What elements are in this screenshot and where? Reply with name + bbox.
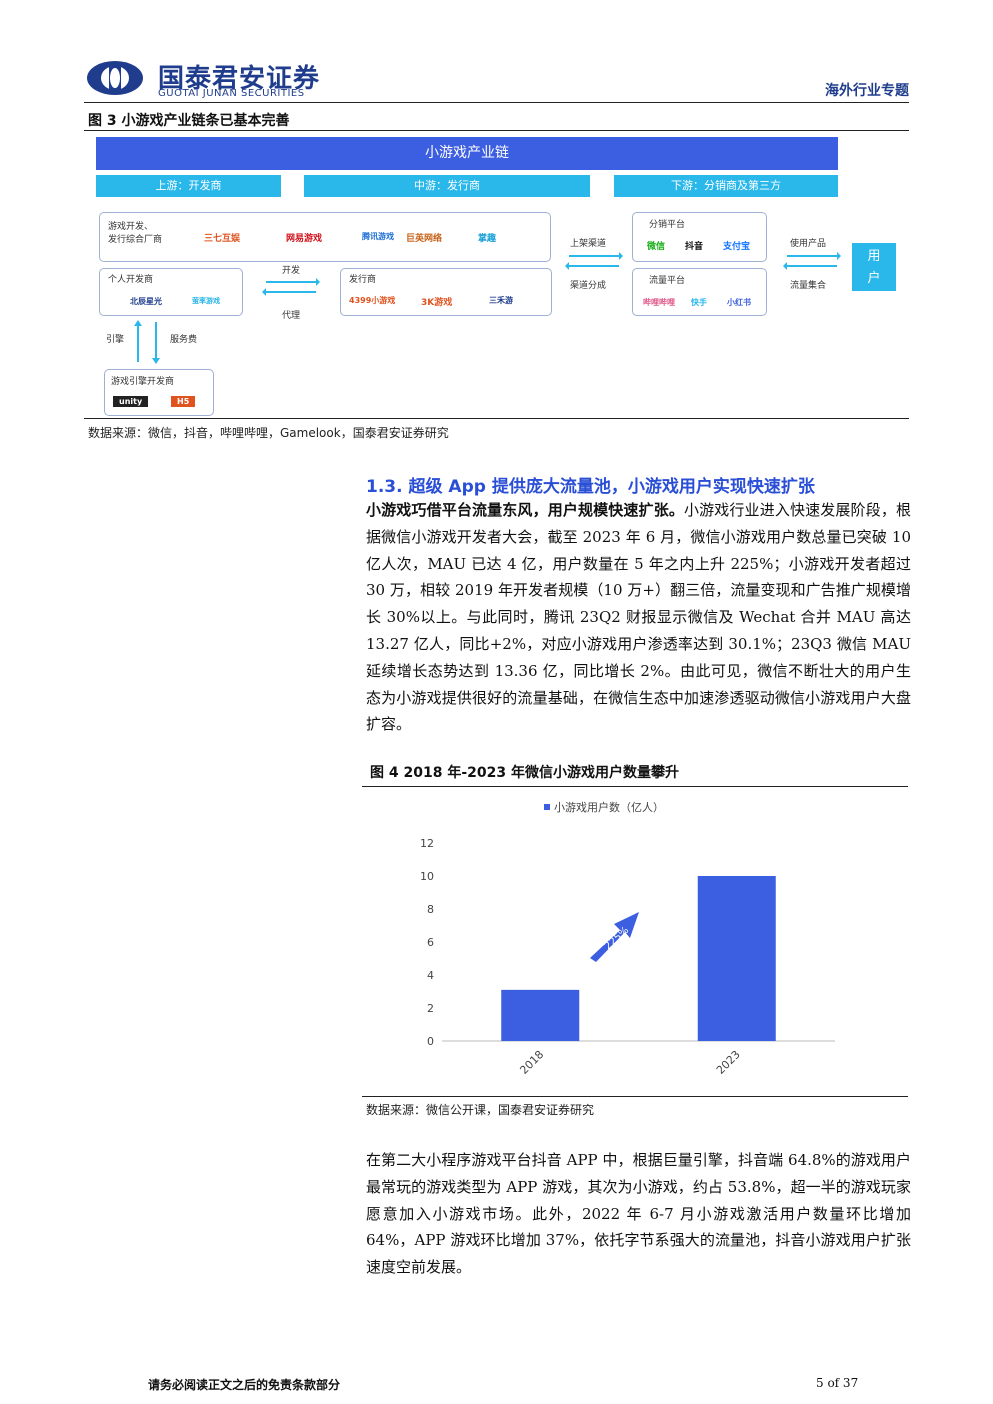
logo-netease: 网易游戏 [286, 234, 323, 244]
page-number: 5 of 37 [816, 1376, 859, 1390]
box-label: 分销平台 [649, 220, 686, 230]
y-tick-label: 8 [427, 903, 434, 916]
company-logo-icon [87, 61, 143, 95]
logo-beichen: 北辰星光 [130, 297, 162, 306]
bar-2023 [697, 876, 776, 1041]
logo-xiaohongshu: 小红书 [727, 298, 751, 307]
label-service-fee: 服务费 [170, 335, 198, 345]
user-box: 用户 [852, 243, 896, 291]
box-label-line2: 发行综合厂商 [108, 235, 163, 245]
bars [501, 876, 776, 1041]
section-title: 1.3. 超级 App 提供庞大流量池，小游戏用户实现快速扩张 [366, 477, 815, 497]
paragraph-1-lead: 小游戏巧借平台流量东风，用户规模快速扩张。 [366, 501, 684, 519]
report-category: 海外行业专题 [825, 83, 909, 99]
label-develop: 开发 [282, 266, 301, 276]
figure4-bottom-rule [362, 1096, 908, 1097]
label-listing: 上架渠道 [570, 239, 607, 249]
label-attract: 引擎 [106, 335, 125, 345]
logo-3k: 3K游戏 [421, 298, 453, 308]
tier-downstream: 下游：分销商及第三方 [614, 175, 838, 197]
logo-4399: 4399小游戏 [349, 296, 396, 305]
chain-title: 小游戏产业链 [96, 137, 838, 170]
y-tick-label: 0 [427, 1035, 434, 1048]
arrow-listing-icon [565, 252, 623, 270]
disclaimer-note: 请务必阅读正文之后的免责条款部分 [148, 1378, 341, 1392]
logo-douyin: 抖音 [685, 242, 704, 252]
logo-bilibili: 哔哩哔哩 [643, 298, 675, 307]
box-game-developer: 游戏开发、 发行综合厂商 三七互娱 网易游戏 腾讯游戏 巨英网络 掌趣 [99, 212, 551, 262]
logo-sanhe: 三禾游 [489, 296, 513, 305]
box-engine-developer: 游戏引擎开发商 unity H5 [104, 369, 214, 416]
logo-h5: H5 [171, 396, 196, 407]
label-channel-split: 渠道分成 [570, 281, 607, 291]
figure3-top-rule [84, 130, 909, 131]
legend-series-name: 小游戏用户数（亿人） [554, 800, 664, 814]
figure3-source: 数据来源：微信，抖音，哔哩哔哩，Gamelook，国泰君安证券研究 [88, 426, 449, 440]
user-count-chart: 小游戏用户数（亿人） 0 2 4 6 8 10 12 2018 2023 225% [420, 800, 835, 1077]
y-tick-label: 6 [427, 936, 434, 949]
growth-label: 225% [603, 925, 632, 952]
y-tick-label: 2 [427, 1002, 434, 1015]
logo-juying: 巨英网络 [406, 234, 443, 244]
box-indie-developer: 个人开发商 北辰星光 萤率游戏 [99, 268, 243, 316]
y-tick-label: 4 [427, 969, 434, 982]
figure3-bottom-rule [84, 418, 909, 419]
legend-swatch [544, 804, 550, 810]
growth-annotation: 225% [590, 912, 639, 962]
x-tick-label: 2018 [517, 1048, 546, 1077]
box-label: 游戏引擎开发商 [111, 377, 175, 387]
bar-2018 [501, 989, 580, 1041]
logo-zhangqu: 掌趣 [478, 234, 497, 244]
arrow-engine-icon [134, 320, 160, 364]
tier-midstream: 中游：发行商 [304, 175, 590, 197]
y-tick-label: 12 [420, 837, 434, 850]
logo-unity: unity [113, 396, 149, 407]
growth-arrow-icon [590, 912, 639, 962]
logo-alipay: 支付宝 [723, 242, 751, 252]
box-label: 流量平台 [649, 276, 686, 286]
label-traffic-gather: 流量集合 [790, 281, 827, 291]
paragraph-1-body: 小游戏行业进入快速发展阶段，根据微信小游戏开发者大会，截至 2023 年 6 月… [366, 501, 911, 734]
box-traffic: 流量平台 哔哩哔哩 快手 小红书 [632, 268, 767, 316]
y-tick-label: 10 [420, 870, 434, 883]
chart-legend: 小游戏用户数（亿人） [544, 800, 664, 814]
figure4-title: 图 4 2018 年-2023 年微信小游戏用户数量攀升 [370, 765, 679, 781]
box-distribution: 分销平台 微信 抖音 支付宝 [632, 212, 767, 262]
x-tick-label: 2023 [714, 1048, 743, 1077]
box-label: 个人开发商 [108, 275, 154, 285]
box-publisher: 发行商 4399小游戏 3K游戏 三禾游 [340, 268, 552, 316]
logo-yinglv: 萤率游戏 [192, 297, 220, 305]
y-axis: 0 2 4 6 8 10 12 [420, 837, 434, 1048]
logo-37: 三七互娱 [204, 234, 241, 244]
arrow-user-icon [783, 252, 841, 270]
figure4-top-rule [362, 786, 908, 787]
paragraph-1: 小游戏巧借平台流量东风，用户规模快速扩张。小游戏行业进入快速发展阶段，根据微信小… [366, 497, 911, 738]
figure4-source: 数据来源：微信公开课，国泰君安证券研究 [366, 1103, 595, 1117]
header-divider [84, 102, 909, 103]
logo-kuaishou: 快手 [691, 298, 707, 307]
label-use-product: 使用产品 [790, 239, 827, 249]
logo-wechat: 微信 [647, 242, 666, 252]
user-label: 用户 [867, 249, 881, 286]
box-label-line1: 游戏开发、 [108, 222, 154, 232]
x-axis: 2018 2023 [517, 1048, 742, 1077]
paragraph-2: 在第二大小程序游戏平台抖音 APP 中，根据巨量引擎，抖音端 64.8%的游戏用… [366, 1151, 911, 1277]
figure3-title: 图 3 小游戏产业链条已基本完善 [88, 113, 290, 129]
logo-tencent: 腾讯游戏 [362, 232, 394, 241]
box-label: 发行商 [349, 275, 377, 285]
arrow-develop-agent-icon [262, 278, 320, 296]
label-agent: 代理 [282, 311, 301, 321]
logo-name-en: GUOTAI JUNAN SECURITIES [158, 88, 305, 99]
tier-upstream: 上游：开发商 [96, 175, 281, 197]
logo-name-cn: 国泰君安证券 [158, 64, 321, 94]
